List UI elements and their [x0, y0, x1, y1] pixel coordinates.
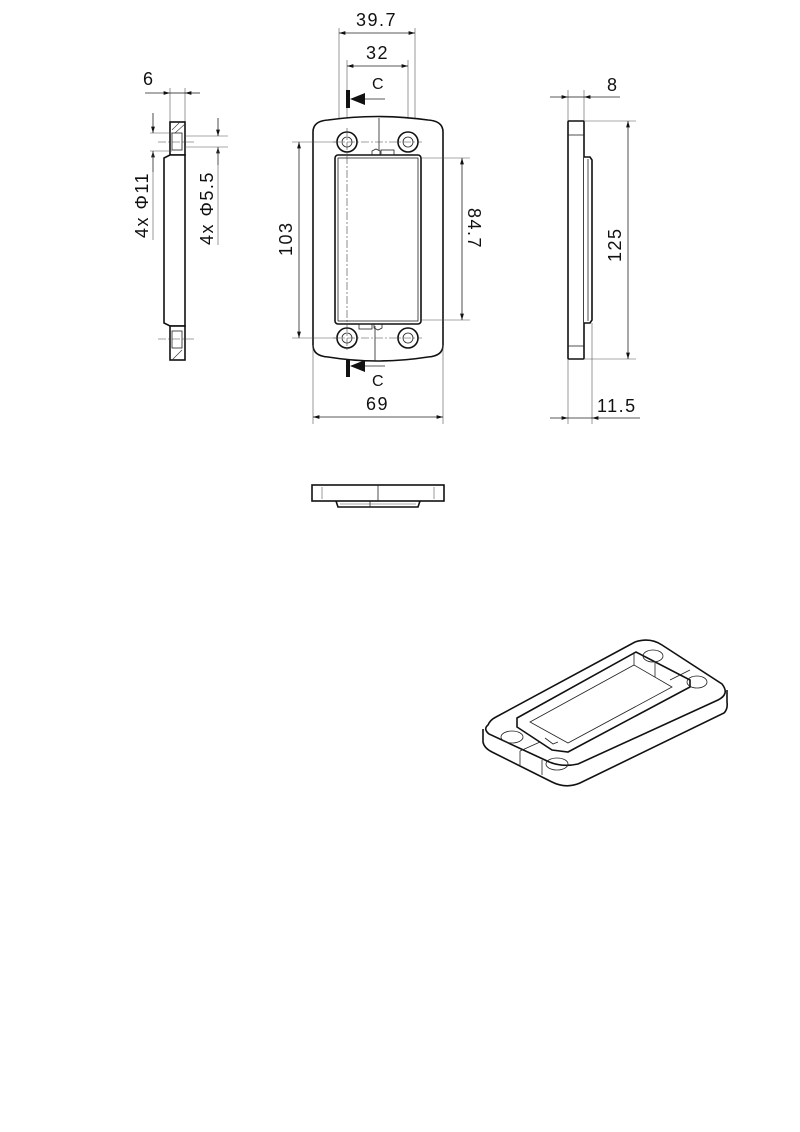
- front-view: 39.7 32 C: [276, 10, 484, 424]
- dim-hole-span: 32: [366, 43, 389, 63]
- dim-overall-depth: 11.5: [597, 396, 637, 416]
- dim-counterbore-diameter: 4x Φ11: [132, 172, 152, 238]
- dim-plate-thickness: 8: [607, 75, 619, 95]
- dim-thickness-6: 6: [143, 69, 155, 89]
- dim-vertical-hole-pitch: 103: [276, 221, 296, 256]
- section-mark-c-top: C: [372, 76, 384, 93]
- section-mark-c-bottom: C: [372, 373, 384, 390]
- dim-opening-height: 84.7: [464, 208, 484, 249]
- isometric-view: [482, 639, 728, 787]
- dim-outer-hole-span: 39.7: [356, 10, 397, 30]
- dim-overall-height: 125: [605, 227, 625, 262]
- side-section-view: 6 4x Φ11 4x Φ5.5: [132, 69, 228, 361]
- dim-overall-width: 69: [366, 394, 389, 414]
- dim-hole-diameter: 4x Φ5.5: [197, 171, 217, 245]
- top-view: [311, 484, 445, 508]
- right-side-view: 8 125 11.5: [550, 75, 640, 424]
